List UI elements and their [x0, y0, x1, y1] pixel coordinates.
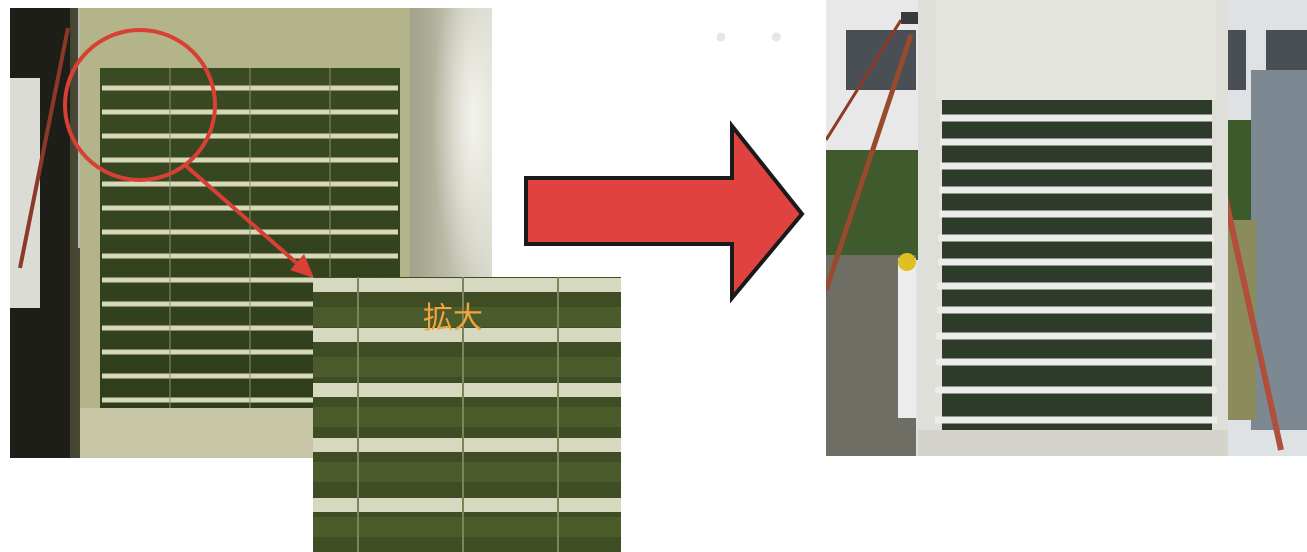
pointer-arrow-icon — [183, 163, 302, 268]
zoom-label: 拡大 — [423, 301, 483, 336]
after-photo-image — [826, 0, 1307, 456]
zoom-inset-image — [313, 277, 621, 552]
highlight-circle — [63, 28, 217, 182]
right-arrow-icon — [524, 120, 805, 303]
zoom-inset: 拡大 — [313, 277, 621, 552]
pointer-arrowhead — [290, 254, 314, 278]
after-photo — [826, 0, 1307, 456]
